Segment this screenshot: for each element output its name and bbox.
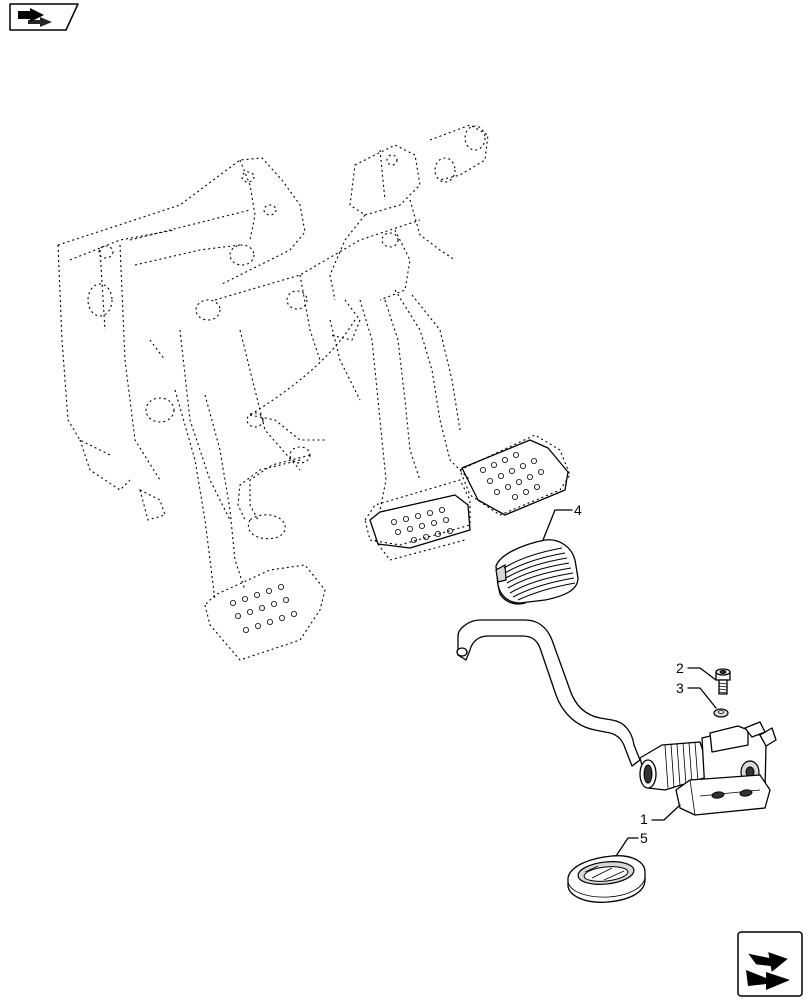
accelerator-pedal-assembly-part-1 xyxy=(456,619,777,816)
callout-label-3: 3 xyxy=(676,680,684,696)
brake-pedal-pad-right xyxy=(461,439,569,516)
callout-2: 2 xyxy=(676,660,717,681)
callout-label-2: 2 xyxy=(676,660,684,676)
grommet-part-5 xyxy=(567,855,646,903)
pedal-cover-part-4 xyxy=(495,539,579,605)
brake-pedal-pad-left xyxy=(369,494,471,549)
callout-label-1: 1 xyxy=(640,811,648,827)
next-page-arrow-icon[interactable] xyxy=(737,931,803,997)
original-accelerator-linkage xyxy=(139,319,356,540)
previous-page-arrow-icon[interactable] xyxy=(9,3,79,31)
callout-label-5: 5 xyxy=(640,830,648,846)
bolt-part-2 xyxy=(715,668,731,695)
washer-part-3 xyxy=(713,708,729,718)
steering-column xyxy=(286,124,489,341)
callout-3: 3 xyxy=(676,680,717,709)
callout-1: 1 xyxy=(640,804,681,827)
callout-4: 4 xyxy=(542,502,582,541)
clutch-pedal xyxy=(174,389,326,661)
chassis-frame xyxy=(57,157,421,521)
callout-label-4: 4 xyxy=(574,502,582,518)
brake-pedal-arms xyxy=(359,289,571,561)
callout-5: 5 xyxy=(615,830,648,857)
